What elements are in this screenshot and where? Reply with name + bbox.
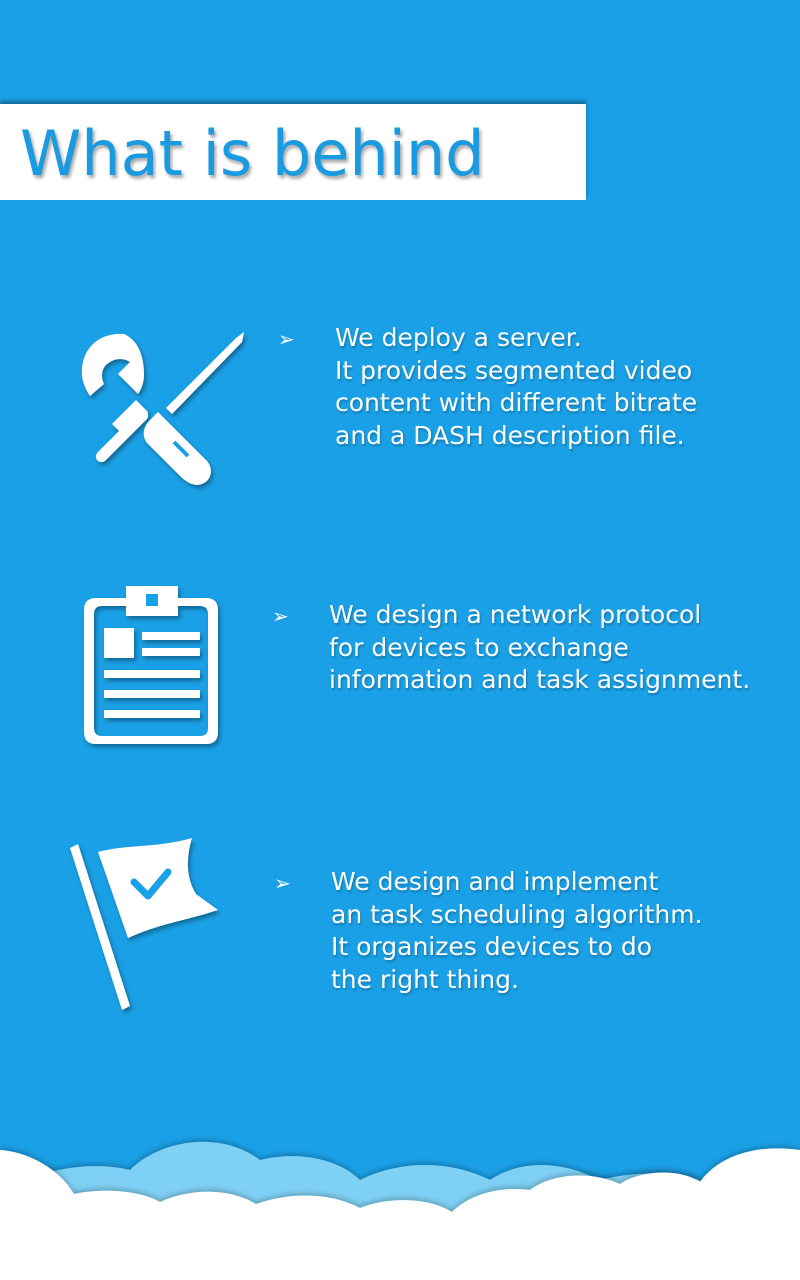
flag-check-icon [68, 838, 228, 1014]
text-line: and a DASH description file. [335, 420, 685, 450]
text-line: an task scheduling algorithm. [331, 899, 703, 929]
text-line: We design and implement [331, 867, 659, 896]
item-text-server: We deploy a server. It provides segmente… [335, 322, 697, 452]
bullet-arrow-icon: ➢ [272, 604, 289, 628]
clipboard-icon [82, 584, 222, 744]
title-banner [0, 104, 586, 200]
bullet-arrow-icon: ➢ [278, 327, 295, 351]
text-line: It provides segmented video [335, 355, 693, 385]
text-line: It organizes devices to do [331, 932, 653, 961]
page-title: What is behind [20, 117, 485, 190]
text-line: information and task assignment. [329, 665, 751, 694]
tools-icon [76, 330, 246, 490]
text-line: We design a network protocol [329, 600, 702, 629]
text-line: for devices to exchange [329, 632, 629, 662]
cloud-decoration [0, 1130, 800, 1280]
item-text-scheduling: We design and implement an task scheduli… [331, 866, 703, 996]
bullet-arrow-icon: ➢ [274, 871, 291, 895]
text-line: the right thing. [331, 964, 519, 994]
item-text-protocol: We design a network protocol for devices… [329, 599, 750, 697]
text-line: We deploy a server. [335, 323, 582, 352]
text-line: content with different bitrate [335, 388, 698, 417]
